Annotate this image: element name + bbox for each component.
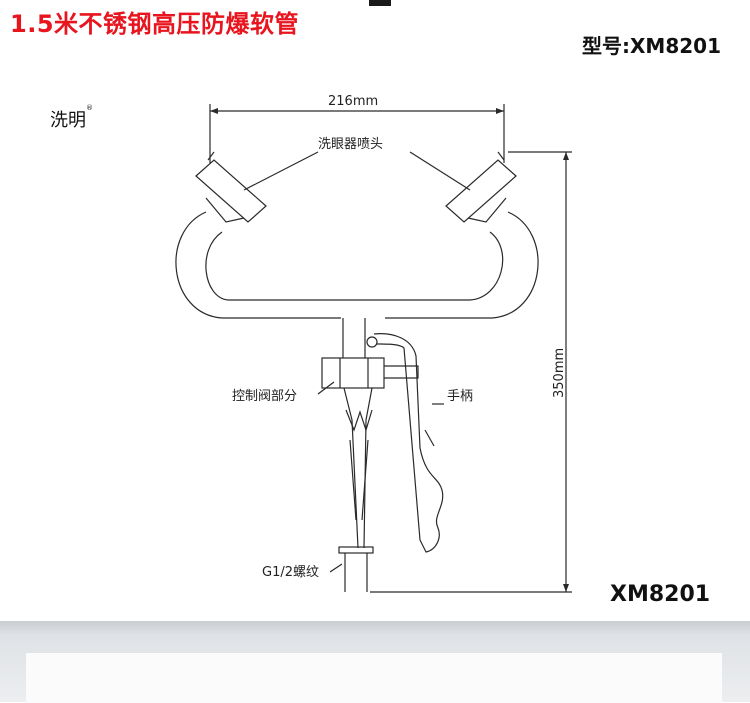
- height-dimension-label: 350mm: [552, 348, 567, 398]
- lower-body: [343, 387, 373, 549]
- nozzle-left: [195, 159, 267, 223]
- registered-mark: ®: [86, 104, 93, 112]
- stem-screw: [366, 336, 378, 348]
- lower-body-teeth: [345, 409, 373, 432]
- bottom-panel: [26, 652, 722, 703]
- leader-nozzle-right: [409, 151, 471, 191]
- nozzle-right-neck: [467, 197, 507, 223]
- u-pipe-inner: [205, 231, 504, 301]
- leader-nozzle-left: [243, 151, 319, 191]
- brand-logo: 洗明®: [50, 104, 93, 132]
- product-title: 1.5米不锈钢高压防爆软管: [10, 10, 300, 38]
- valve-body: [321, 357, 385, 389]
- eyewash-diagram: 216mm 洗眼器喷头 控制阀部分 手柄 G1/2螺纹 350mm: [175, 94, 572, 593]
- top-edge-mark: [369, 0, 391, 6]
- leader-valve: [317, 381, 335, 395]
- width-dimension-label: 216mm: [328, 94, 378, 109]
- thread-fitting: [338, 546, 374, 554]
- handle-lever: [373, 333, 444, 553]
- model-number-footer: XM8201: [610, 582, 711, 607]
- nozzle-label: 洗眼器喷头: [318, 137, 383, 152]
- valve-side-arm: [384, 365, 419, 379]
- u-pipe-outer: [175, 211, 539, 319]
- thread-label: G1/2螺纹: [262, 565, 319, 580]
- model-number-label: 型号:XM8201: [582, 34, 721, 58]
- brand-name: 洗明: [50, 110, 86, 131]
- nozzle-left-neck: [205, 197, 245, 223]
- valve-label: 控制阀部分: [232, 389, 297, 404]
- nozzle-right: [445, 159, 517, 223]
- handle-label: 手柄: [447, 389, 473, 404]
- leader-thread: [329, 563, 343, 573]
